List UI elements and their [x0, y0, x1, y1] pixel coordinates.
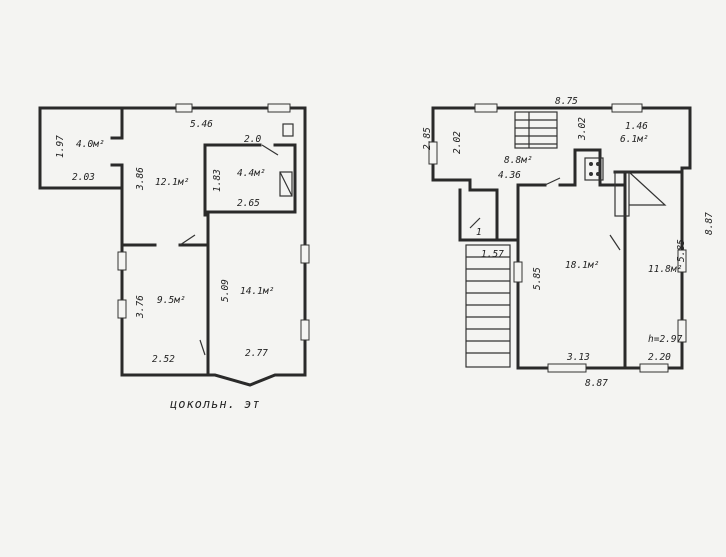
- area-label: 11.8м²: [648, 264, 682, 275]
- dimension-label: 2.65: [237, 198, 260, 209]
- floor-landing-wall: [458, 188, 512, 242]
- stove-burner: [596, 172, 600, 176]
- basement-window: [117, 299, 127, 319]
- upper-stairs: [514, 111, 558, 149]
- area-label: 12.1м²: [155, 177, 189, 188]
- dimension-label: 1.46: [625, 121, 648, 132]
- area-label: 4.4м²: [237, 168, 266, 179]
- stove-burner: [589, 172, 593, 176]
- outdoor-stairs: [466, 256, 510, 354]
- dimension-label: 2.20: [648, 352, 671, 363]
- fireplace: [628, 171, 667, 206]
- dimension-label: 3.76: [135, 295, 146, 319]
- basement-window: [300, 319, 310, 341]
- basement-hall-partition: [120, 213, 210, 374]
- basement-boiler: [279, 171, 293, 197]
- floor-window: [639, 363, 669, 373]
- dimension-label: 8.75: [555, 96, 578, 107]
- stove-burner: [596, 162, 600, 166]
- floor-window: [474, 103, 498, 113]
- basement-window: [175, 103, 193, 113]
- dimension-label: 2.52: [152, 354, 175, 365]
- dimension-label: 1: [476, 227, 482, 238]
- area-label: 6.1м²: [620, 134, 649, 145]
- dimension-label: h=2.97: [648, 334, 683, 345]
- area-label: 8.8м²: [504, 155, 533, 166]
- dimension-label: 2.0: [244, 134, 261, 145]
- basement-vent: [282, 123, 294, 137]
- basement-window: [117, 251, 127, 271]
- area-label: 9.5м²: [157, 295, 186, 306]
- outdoor-stairs: [465, 244, 511, 368]
- basement-window: [300, 244, 310, 264]
- dimension-label: 1.97: [55, 135, 66, 158]
- floor-window: [677, 319, 687, 343]
- dimension-label: 2.85: [422, 127, 433, 150]
- floor-window: [611, 103, 643, 113]
- dimension-label: 2.03: [72, 172, 95, 183]
- dimension-label: 5.85: [532, 267, 543, 290]
- floor-inner-wall: [516, 148, 627, 370]
- stove-burner: [589, 162, 593, 166]
- basement-door-arc: [179, 144, 279, 356]
- plan-caption: цокольн. эт: [170, 397, 260, 411]
- dimension-label: 3.13: [566, 352, 590, 363]
- floor-window: [428, 141, 438, 165]
- dimension-label: 5.85: [676, 239, 687, 262]
- basement-plan: 4.0м² 12.1м² 4.4м² 9.5м² 14.1м² 5.46 1.9…: [38, 103, 310, 411]
- dimension-label: 3.02: [577, 117, 588, 141]
- area-label: 4.0м²: [76, 139, 105, 150]
- dimension-label: 5.46: [190, 119, 213, 130]
- area-label: 18.1м²: [565, 260, 599, 271]
- dimension-label: 2.77: [245, 348, 268, 359]
- first-floor-plan: 8.8м² 6.1м² 18.1м² 11.8м² 8.75 2.85 2.02…: [422, 96, 715, 389]
- stove: [584, 157, 604, 181]
- area-label: 14.1м²: [240, 286, 274, 297]
- basement-window: [267, 103, 291, 113]
- fireplace: [614, 171, 630, 217]
- upper-stairs: [515, 112, 557, 148]
- dimension-label: 2.02: [452, 131, 463, 154]
- floor-door-arc: [469, 177, 621, 251]
- dimension-label: 8.87: [585, 378, 608, 389]
- dimension-label: 3.86: [135, 167, 146, 191]
- basement-boiler: [279, 171, 293, 197]
- basement-outer-wall: [38, 106, 307, 387]
- dimension-label: 1.83: [212, 169, 223, 192]
- dimension-label: 1.57: [481, 249, 504, 260]
- floor-window: [547, 363, 587, 373]
- basement-small-room-wall: [110, 106, 124, 190]
- dimension-label: 4.36: [498, 170, 521, 181]
- dimension-label: 5.09: [220, 279, 231, 302]
- floor-window: [677, 249, 687, 273]
- dimension-label: 8.87: [704, 212, 715, 235]
- floor-window: [513, 261, 523, 283]
- basement-storage-wall: [203, 143, 297, 217]
